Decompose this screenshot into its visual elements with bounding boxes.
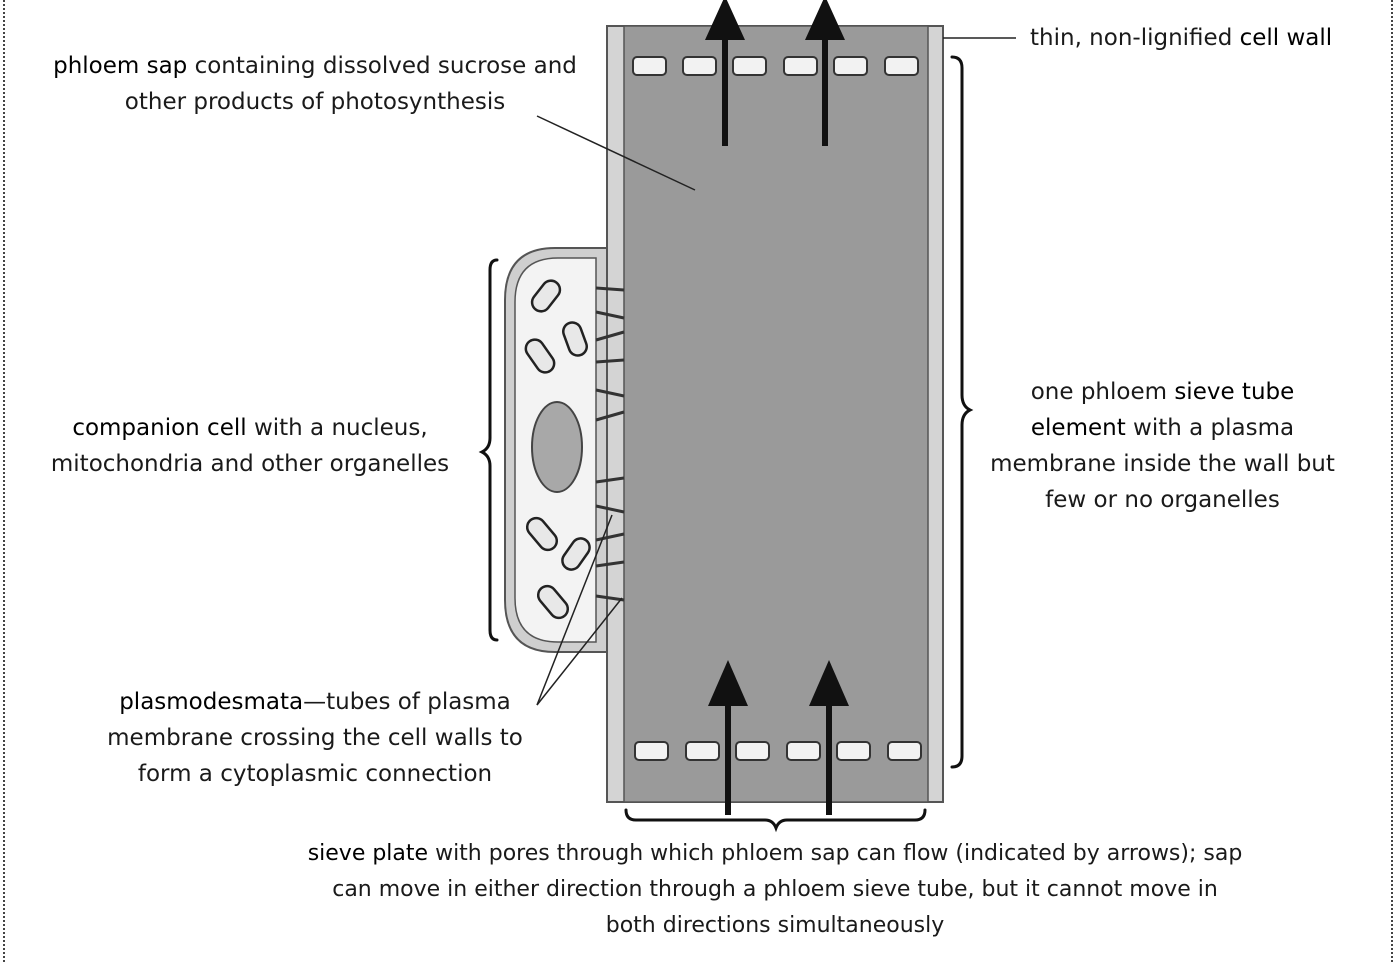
sieve-pore — [682, 56, 717, 76]
sieve-pore — [836, 741, 871, 761]
mitochondrion — [561, 537, 591, 571]
flow-arrow-up-icon — [708, 660, 748, 706]
phloem-sap-label: phloem sap containing dissolved sucrose … — [20, 48, 610, 120]
cell-wall-label-text: thin, non-lignified — [1030, 25, 1240, 51]
sieve-tube-label-line4: few or no organelles — [1045, 487, 1280, 513]
frame-right-edge — [1391, 0, 1393, 962]
flow-arrow-up-icon — [805, 0, 845, 40]
top-sieve-plate — [632, 56, 919, 76]
companion-cell — [504, 247, 608, 653]
plasmodesma — [595, 286, 625, 292]
plasmodesmata-label-line2: membrane crossing the cell walls to — [107, 725, 523, 751]
phloem-sap-label-line2: other products of photosynthesis — [124, 89, 506, 115]
sieve-pore — [884, 56, 919, 76]
cell-wall-label-key: cell wall — [1239, 25, 1333, 51]
phloem-sap-label-key: phloem sap — [53, 53, 188, 79]
sieve-plate-label-line2: can move in either direction through a p… — [332, 877, 1218, 902]
companion-cell-label-line1: with a nucleus, — [246, 415, 428, 441]
sieve-tube-label-key2: element — [1030, 415, 1126, 441]
flow-arrow-shaft — [826, 700, 832, 815]
mitochondrion — [524, 338, 556, 374]
phloem-sap-label-line1: containing dissolved sucrose and — [187, 53, 577, 79]
sieve-pore — [685, 741, 720, 761]
plasmodesmata-label-line1: —tubes of plasma — [303, 689, 511, 715]
companion-cell-label-key: companion cell — [72, 415, 247, 441]
sieve-tube-label-line3: membrane inside the wall but — [990, 451, 1335, 477]
plasmodesmata-label-key: plasmodesmata — [119, 689, 304, 715]
sieve-tube-label-line2: with a plasma — [1125, 415, 1295, 441]
plasmodesma — [595, 410, 625, 422]
sieve-tube-label-pre: one phloem — [1030, 379, 1175, 405]
mitochondrion — [562, 321, 588, 357]
sieve-pore — [735, 741, 770, 761]
sieve-pore — [786, 741, 821, 761]
plasmodesma — [595, 560, 625, 568]
plasmodesma — [595, 504, 625, 514]
plasmodesma — [595, 532, 625, 542]
sieve-plate-label-line3: both directions simultaneously — [605, 913, 945, 938]
sieve-plate-label-key: sieve plate — [307, 841, 429, 866]
sieve-pore — [634, 741, 669, 761]
sieve-plate-label-line1: with pores through which phloem sap can … — [428, 841, 1243, 866]
sieve-plate-brace — [624, 808, 927, 833]
flow-arrow-shaft — [722, 35, 728, 146]
companion-cell-label: companion cell with a nucleus, mitochond… — [20, 410, 480, 482]
phloem-sap-leader — [536, 115, 696, 191]
bottom-sieve-plate — [634, 741, 922, 761]
plasmodesma — [595, 594, 625, 602]
plasmodesmata — [595, 286, 625, 602]
plasmodesma — [595, 310, 625, 320]
mitochondrion — [536, 584, 570, 620]
sieve-pore — [732, 56, 767, 76]
companion-cell-label-line2: mitochondria and other organelles — [50, 451, 450, 477]
mitochondrion — [525, 516, 559, 552]
nucleus — [531, 401, 583, 493]
sieve-tube-label: one phloem sieve tube element with a pla… — [970, 374, 1355, 518]
plasmodesmata-leader — [536, 514, 613, 706]
sieve-pore — [632, 56, 667, 76]
companion-cell-brace — [478, 258, 499, 642]
sieve-pore — [833, 56, 868, 76]
flow-arrow-up-icon — [809, 660, 849, 706]
mitochondria — [524, 279, 591, 620]
sieve-pore — [887, 741, 922, 761]
plasmodesma — [595, 358, 625, 364]
frame-left-edge — [3, 0, 5, 962]
sieve-tube-lumen — [623, 25, 929, 803]
flow-arrow-shaft — [725, 700, 731, 815]
flow-arrow-up-icon — [705, 0, 745, 40]
cell-wall-label: thin, non-lignified cell wall — [1030, 20, 1332, 56]
plasmodesma — [595, 476, 625, 484]
sieve-plate-label: sieve plate with pores through which phl… — [180, 836, 1370, 944]
sieve-pore — [783, 56, 818, 76]
flow-arrows — [705, 0, 849, 815]
plasmodesmata-leader — [536, 597, 623, 706]
plasmodesma — [595, 388, 625, 398]
plasmodesma — [595, 330, 625, 342]
mitochondrion — [530, 279, 562, 313]
plasmodesmata-label: plasmodesmata—tubes of plasma membrane c… — [70, 684, 560, 792]
sieve-tube-brace — [950, 55, 974, 769]
flow-arrow-shaft — [822, 35, 828, 146]
sieve-tube-label-key1: sieve tube — [1174, 379, 1295, 405]
plasmodesmata-label-line3: form a cytoplasmic connection — [137, 761, 493, 787]
